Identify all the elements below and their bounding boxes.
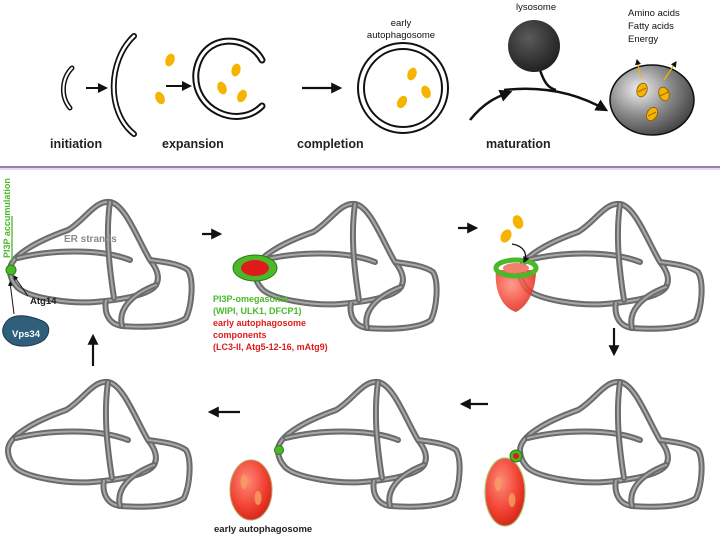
release-arrow bbox=[635, 58, 642, 79]
atg14-pointer bbox=[13, 275, 29, 297]
er-network-5 bbox=[278, 382, 460, 507]
lysosome bbox=[508, 20, 560, 72]
cargo bbox=[165, 53, 175, 67]
er-network-4 bbox=[520, 382, 702, 507]
cargo bbox=[421, 85, 431, 99]
cargo bbox=[396, 95, 408, 109]
pi3p-spot bbox=[5, 264, 17, 276]
cargo bbox=[237, 89, 247, 103]
cargo bbox=[407, 67, 417, 81]
label-omegasome-2: (WIPI, ULK1, DFCP1) bbox=[213, 306, 302, 316]
label-early-autophagosome: early autophagosome bbox=[214, 524, 312, 535]
label-fatty-acids: Fatty acids bbox=[628, 21, 674, 32]
er-network-3 bbox=[520, 204, 702, 329]
label-amino-acids: Amino acids bbox=[628, 8, 680, 19]
cargo bbox=[512, 215, 524, 229]
maturation-arrow-main bbox=[503, 87, 609, 112]
autophagosome-budding bbox=[484, 457, 526, 527]
label-components-1: early autophagosome bbox=[213, 318, 306, 328]
phagophore-cup bbox=[495, 270, 536, 312]
release-arrow bbox=[663, 61, 677, 81]
label-components-2: components bbox=[213, 330, 267, 340]
early-autophagosome-free bbox=[229, 459, 273, 521]
autolysosome bbox=[609, 64, 695, 136]
vps34-protein bbox=[2, 315, 50, 347]
label-early-1: early bbox=[391, 18, 412, 29]
label-completion: completion bbox=[297, 137, 364, 151]
maturation-arrow-lysosome bbox=[538, 69, 557, 92]
label-initiation: initiation bbox=[50, 137, 102, 151]
cargo bbox=[500, 229, 512, 243]
cargo bbox=[155, 91, 165, 105]
cargo-uptake-arrow bbox=[511, 243, 530, 264]
er-network-1 bbox=[10, 202, 192, 327]
bottom-panel: PI3P accumulation ER strands Atg14 Vps34… bbox=[2, 178, 702, 535]
label-energy: Energy bbox=[628, 34, 658, 45]
residual-omegasome bbox=[274, 445, 284, 455]
vps34-pointer bbox=[8, 281, 15, 315]
label-components-3: (LC3-II, Atg5-12-16, mAtg9) bbox=[213, 342, 328, 352]
label-expansion: expansion bbox=[162, 137, 224, 151]
cargo bbox=[217, 81, 227, 95]
label-early-2: autophagosome bbox=[367, 30, 435, 41]
label-lysosome: lysosome bbox=[516, 2, 556, 13]
er-network-6 bbox=[8, 382, 190, 507]
early-autophagosome bbox=[357, 42, 449, 134]
omegasome-ring bbox=[493, 257, 539, 279]
cargo bbox=[231, 63, 241, 77]
label-atg14: Atg14 bbox=[30, 296, 57, 307]
label-er-strands: ER strands bbox=[64, 234, 117, 245]
maturation-arrow-lower bbox=[469, 89, 513, 121]
label-pi3p-accumulation: PI3P accumulation bbox=[2, 178, 12, 258]
label-vps34: Vps34 bbox=[12, 329, 41, 340]
label-maturation: maturation bbox=[486, 137, 551, 151]
label-omegasome-1: PI3P-omegasome bbox=[213, 294, 288, 304]
top-panel: initiation expansion completion maturati… bbox=[50, 2, 695, 151]
